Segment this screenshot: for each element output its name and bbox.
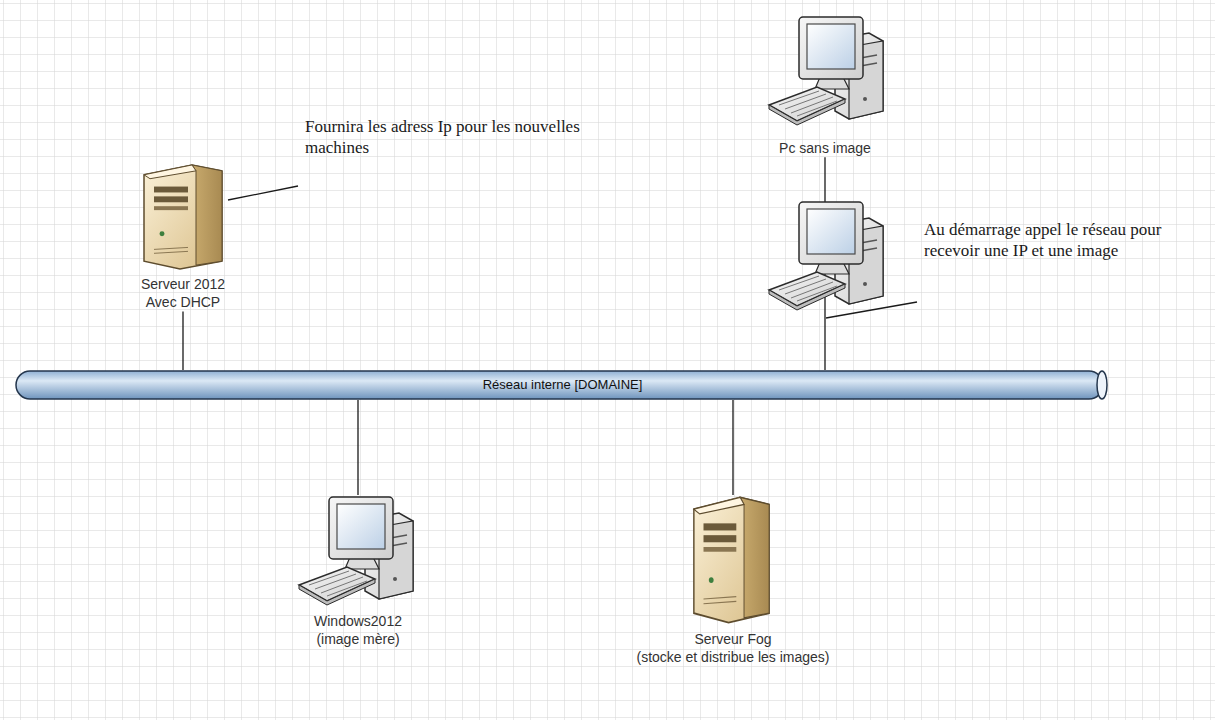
pc-icon	[769, 202, 883, 310]
network-link	[182, 311, 183, 370]
callout-note: Fournira les adress Ip pour les nouvelle…	[305, 117, 585, 158]
device-node: Windows2012(image mère)	[283, 495, 433, 648]
device-name: Serveur Fog	[613, 630, 853, 648]
network-link	[357, 400, 358, 495]
network-bus: Réseau interne [DOMAINE]	[15, 370, 1110, 400]
callout-note: Au démarrage appel le réseau pour recevo…	[924, 220, 1174, 261]
server-icon	[694, 497, 769, 622]
device-caption: (stocke et distribue les images)	[613, 648, 853, 666]
leader-line	[826, 302, 917, 318]
bus-label: Réseau interne [DOMAINE]	[483, 377, 643, 394]
device-node: Pc sans image	[765, 15, 885, 157]
device-caption: Avec DHCP	[130, 293, 236, 311]
device-node: Serveur 2012Avec DHCP	[130, 163, 236, 311]
device-name: Windows2012	[283, 612, 433, 630]
device-name: Pc sans image	[765, 139, 885, 157]
leader-line	[228, 186, 298, 200]
pc-icon	[769, 17, 883, 125]
device-node: Serveur Fog(stocke et distribue les imag…	[613, 495, 853, 666]
device-caption: (image mère)	[283, 630, 433, 648]
network-link	[732, 400, 733, 495]
device-name: Serveur 2012	[130, 275, 236, 293]
pc-icon	[299, 497, 413, 605]
server-icon	[144, 165, 222, 269]
